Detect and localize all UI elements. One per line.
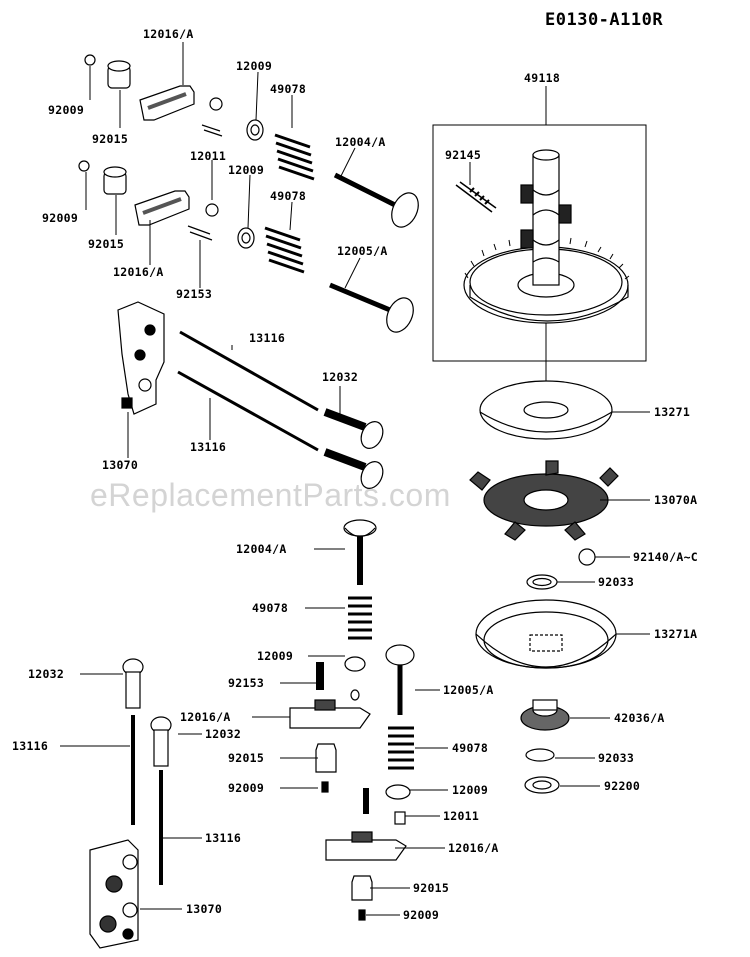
part-label: 13116 <box>12 739 49 753</box>
valve-spring-lower-1 <box>348 596 372 640</box>
part-label: 92015 <box>228 751 265 765</box>
steel-ball <box>578 548 596 566</box>
part-label: 12016/A <box>448 841 499 855</box>
part-label: 92200 <box>604 779 641 793</box>
part-label: 12032 <box>322 370 359 384</box>
valve-spring-middle <box>264 226 305 274</box>
part-label: 13116 <box>249 331 286 345</box>
exhaust-valve <box>386 297 414 333</box>
part-label: 49078 <box>452 741 489 755</box>
part-label: 13116 <box>205 831 242 845</box>
leader-lines <box>60 42 650 916</box>
part-label: 92033 <box>598 575 635 589</box>
part-label: 13271A <box>654 627 698 641</box>
part-label: 92015 <box>92 132 129 146</box>
circlip <box>526 574 558 590</box>
governor-plate <box>479 380 613 440</box>
part-label: 92009 <box>228 781 265 795</box>
washer <box>524 776 560 794</box>
part-label: 12004/A <box>236 542 287 556</box>
part-label: 49118 <box>524 71 561 85</box>
part-label: 92009 <box>42 211 79 225</box>
part-label: 92015 <box>88 237 125 251</box>
part-label: 49078 <box>270 82 307 96</box>
part-label: 92033 <box>598 751 635 765</box>
part-label: 12005/A <box>337 244 388 258</box>
part-label: 49078 <box>270 189 307 203</box>
part-label: 12004/A <box>335 135 386 149</box>
part-label: 49078 <box>252 601 289 615</box>
part-label: 13070 <box>102 458 139 472</box>
part-label: 12009 <box>452 783 489 797</box>
part-label: 92009 <box>48 103 85 117</box>
valve-spring-upper <box>274 133 315 181</box>
part-label: 12009 <box>257 649 294 663</box>
part-label: 92015 <box>413 881 450 895</box>
part-label: 12009 <box>228 163 265 177</box>
push-rod-upper <box>179 330 319 412</box>
part-label: 13116 <box>190 440 227 454</box>
part-label: 92140/A~C <box>633 550 699 564</box>
part-label: 12032 <box>205 727 242 741</box>
part-label: 92153 <box>228 676 265 690</box>
part-label: 12005/A <box>443 683 494 697</box>
part-label: 12016/A <box>143 27 194 41</box>
part-label: 12016/A <box>113 265 164 279</box>
part-label: 13070 <box>186 902 223 916</box>
push-rod-lower <box>177 370 319 452</box>
part-label: 12009 <box>236 59 273 73</box>
part-label: 92145 <box>445 148 482 162</box>
diagram-code: E0130-A110R <box>545 10 664 30</box>
part-label: 92009 <box>403 908 440 922</box>
part-label: 13070A <box>654 493 698 507</box>
intake-valve <box>391 192 419 228</box>
part-label: 12016/A <box>180 710 231 724</box>
part-label: 13271 <box>654 405 691 419</box>
camshaft <box>532 154 560 286</box>
valve-spring-lower-2 <box>388 726 414 770</box>
watermark: eReplacementParts.com <box>90 477 451 513</box>
part-label: 92153 <box>176 287 213 301</box>
part-label: 42036/A <box>614 711 665 725</box>
part-label: 12032 <box>28 667 65 681</box>
part-label: 12011 <box>443 809 480 823</box>
camshaft-assembly-box <box>432 124 647 362</box>
part-label: 12011 <box>190 149 227 163</box>
